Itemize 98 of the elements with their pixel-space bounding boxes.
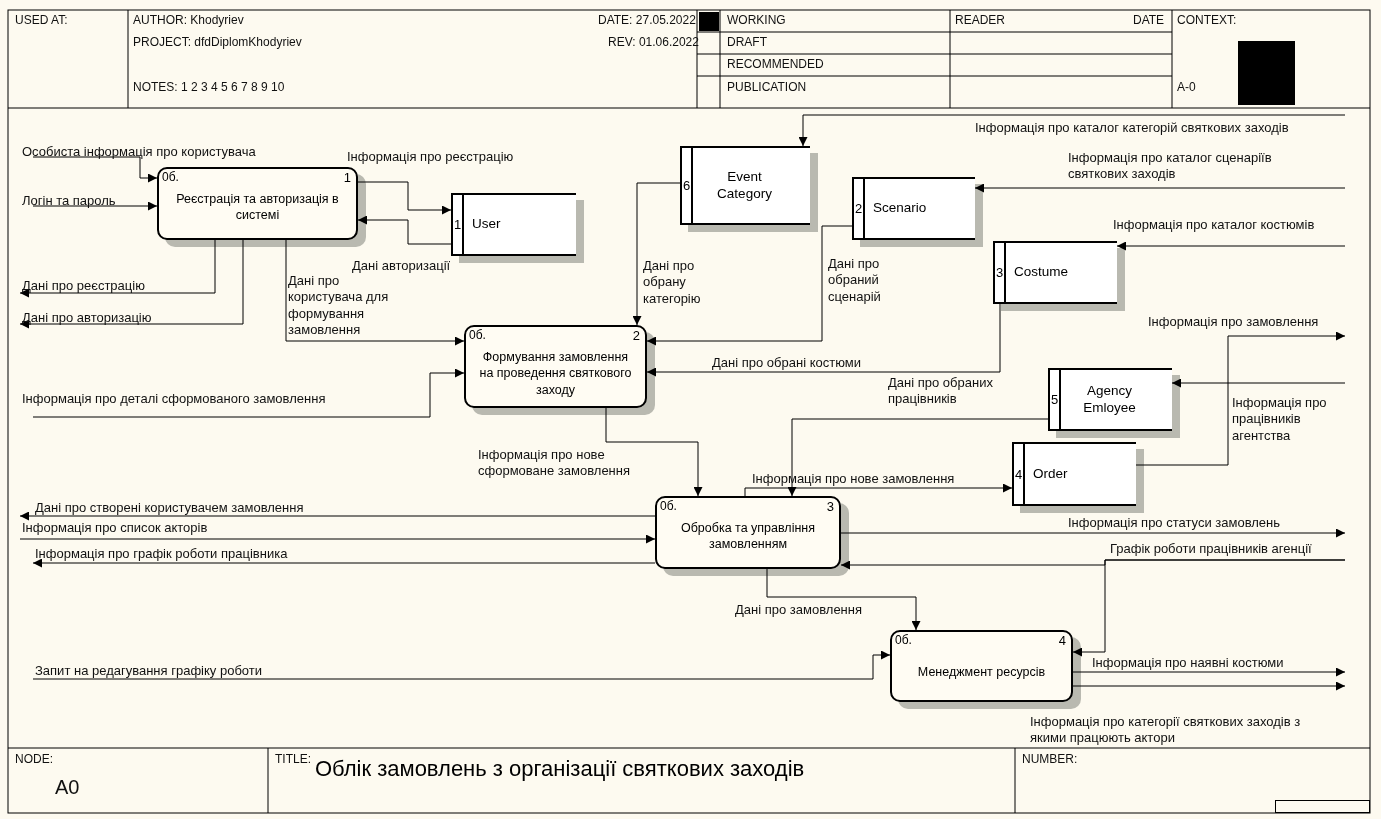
arrow bbox=[646, 225, 853, 346]
arrow bbox=[766, 568, 921, 631]
frame-label: WORKING bbox=[727, 13, 786, 27]
arrow bbox=[632, 182, 681, 326]
edge-label: Дані про обрану категорію bbox=[643, 258, 702, 307]
frame-label: DATE bbox=[1133, 13, 1165, 27]
frame-label: REV: 01.06.2022 bbox=[608, 35, 699, 49]
edge-label: Інформація про нове сформоване замовлення bbox=[478, 447, 631, 480]
node-number: 4 bbox=[1058, 633, 1066, 648]
node-title: Costume bbox=[1013, 263, 1070, 282]
edge-label: Дані про обраний сценарій bbox=[828, 256, 882, 305]
edge-label: Дані про обраних працівників bbox=[888, 375, 994, 408]
frame-label: PROJECT: dfdDiplomKhodyriev bbox=[133, 35, 302, 49]
arrow bbox=[787, 418, 1049, 497]
frame-label: A0 bbox=[55, 776, 80, 799]
frame-label: TITLE: bbox=[275, 752, 311, 766]
node-number: 1 bbox=[453, 195, 464, 254]
arrow bbox=[32, 558, 656, 568]
arrow bbox=[19, 511, 656, 521]
frame-label: READER bbox=[955, 13, 1005, 27]
process-code: 0б. bbox=[162, 170, 179, 184]
arrow bbox=[1072, 559, 1346, 657]
frame-label: RECOMMENDED bbox=[727, 57, 824, 71]
edge-label: Інформація про каталог сценаріїв святкових заходів bbox=[1068, 150, 1273, 183]
edge-label: Дані про замовлення bbox=[735, 602, 862, 619]
edge-label: Інформація про наявні костюми bbox=[1092, 655, 1284, 672]
frame-label: DATE: 27.05.2022 bbox=[598, 13, 696, 27]
node-number: 2 bbox=[854, 179, 865, 238]
arrow bbox=[1135, 331, 1346, 466]
arrow bbox=[840, 528, 1346, 538]
edge-label: Дані про користувача для формування замовлення bbox=[288, 273, 390, 338]
edge-label: Інформація про реєстрацію bbox=[347, 149, 514, 166]
frame-label: DRAFT bbox=[727, 35, 767, 49]
process-code: 0б. bbox=[895, 633, 912, 647]
arrow bbox=[32, 156, 158, 183]
node-number: 3 bbox=[995, 243, 1006, 302]
edge-label: Інформація про нове замовлення bbox=[752, 471, 955, 488]
node-number: 5 bbox=[1050, 370, 1061, 429]
frame-label: A-0 bbox=[1177, 80, 1196, 94]
frame-label: NODE: bbox=[15, 752, 53, 766]
arrow bbox=[285, 239, 465, 346]
edge-label: Інформація про замовлення bbox=[1148, 314, 1319, 331]
node-number: 2 bbox=[632, 328, 640, 343]
edge-label: Дані про реєстрацію bbox=[22, 278, 145, 295]
arrow bbox=[357, 181, 452, 215]
frame-label: PUBLICATION bbox=[727, 80, 807, 94]
arrow bbox=[1072, 667, 1346, 677]
edge-label: Запит на редагування графіку роботи bbox=[35, 663, 262, 680]
node-title: Формування замовлення на проведення святкового заходу bbox=[478, 349, 633, 398]
node-number: 6 bbox=[682, 148, 693, 223]
node-title: Scenario bbox=[872, 199, 928, 218]
node-title: Обробка та управління замовленням bbox=[679, 520, 816, 553]
edge-label: Логін та пароль bbox=[22, 193, 116, 210]
process-code: 0б. bbox=[469, 328, 486, 342]
edge-label: Інформація про працівників агентства bbox=[1232, 395, 1328, 444]
node-title: Менеджмент ресурсів bbox=[916, 664, 1047, 681]
node-number: 3 bbox=[826, 499, 834, 514]
process-code: 0б. bbox=[660, 499, 677, 513]
node-title: Agency Emloyee bbox=[1082, 381, 1137, 417]
arrow bbox=[19, 239, 216, 298]
node-title: Event Category bbox=[716, 167, 773, 203]
edge-label: Дані про обрані костюми bbox=[712, 355, 861, 372]
arrow bbox=[605, 407, 703, 497]
edge-label: Дані про створені користувачем замовлення bbox=[35, 500, 304, 517]
arrow bbox=[32, 201, 158, 211]
node-title: User bbox=[471, 215, 502, 234]
frame-label: USED AT: bbox=[15, 13, 68, 27]
arrow bbox=[744, 483, 1013, 497]
frame-label: NOTES: 1 2 3 4 5 6 7 8 9 10 bbox=[133, 80, 285, 94]
frame-label: CONTEXT: bbox=[1177, 13, 1237, 27]
node-title: Реєстрація та авторизація в системі bbox=[175, 191, 340, 224]
edge-label: Інформація про список акторів bbox=[22, 520, 208, 537]
arrow bbox=[1116, 241, 1346, 251]
edge-label: Особиста інформація про користувача bbox=[22, 144, 256, 161]
edge-label: Інформація про деталі сформованого замовлення bbox=[22, 391, 326, 408]
arrow bbox=[646, 303, 1001, 377]
edge-label: Інформація про каталог категорій святкових заходів bbox=[975, 120, 1289, 137]
arrow bbox=[1171, 378, 1346, 388]
node-title: Order bbox=[1032, 464, 1069, 483]
arrow bbox=[798, 114, 1346, 147]
arrow bbox=[974, 183, 1346, 193]
frame-label: AUTHOR: Khodyriev bbox=[133, 13, 244, 27]
edge-label: Інформація про каталог костюмів bbox=[1113, 217, 1315, 234]
edge-label: Дані авторизації bbox=[352, 258, 451, 275]
node-number: 4 bbox=[1014, 444, 1025, 504]
arrow bbox=[19, 534, 656, 544]
arrow bbox=[1072, 681, 1346, 691]
arrow bbox=[357, 215, 452, 245]
arrow bbox=[32, 368, 465, 418]
edge-label: Інформація про графік роботи працівника bbox=[35, 546, 288, 563]
arrow bbox=[19, 239, 244, 329]
node-number: 1 bbox=[343, 170, 351, 185]
diagram-title: Облік замовлень з організації святкових заходів bbox=[315, 756, 805, 782]
frame-label: NUMBER: bbox=[1022, 752, 1078, 766]
arrow bbox=[32, 650, 891, 680]
edge-label: Інформація про статуси замовлень bbox=[1068, 515, 1281, 532]
edge-label: Інформація про категорії святкових заходів з якими працюють актори bbox=[1030, 714, 1302, 747]
edge-label: Графік роботи працівників агенції bbox=[1110, 541, 1312, 558]
